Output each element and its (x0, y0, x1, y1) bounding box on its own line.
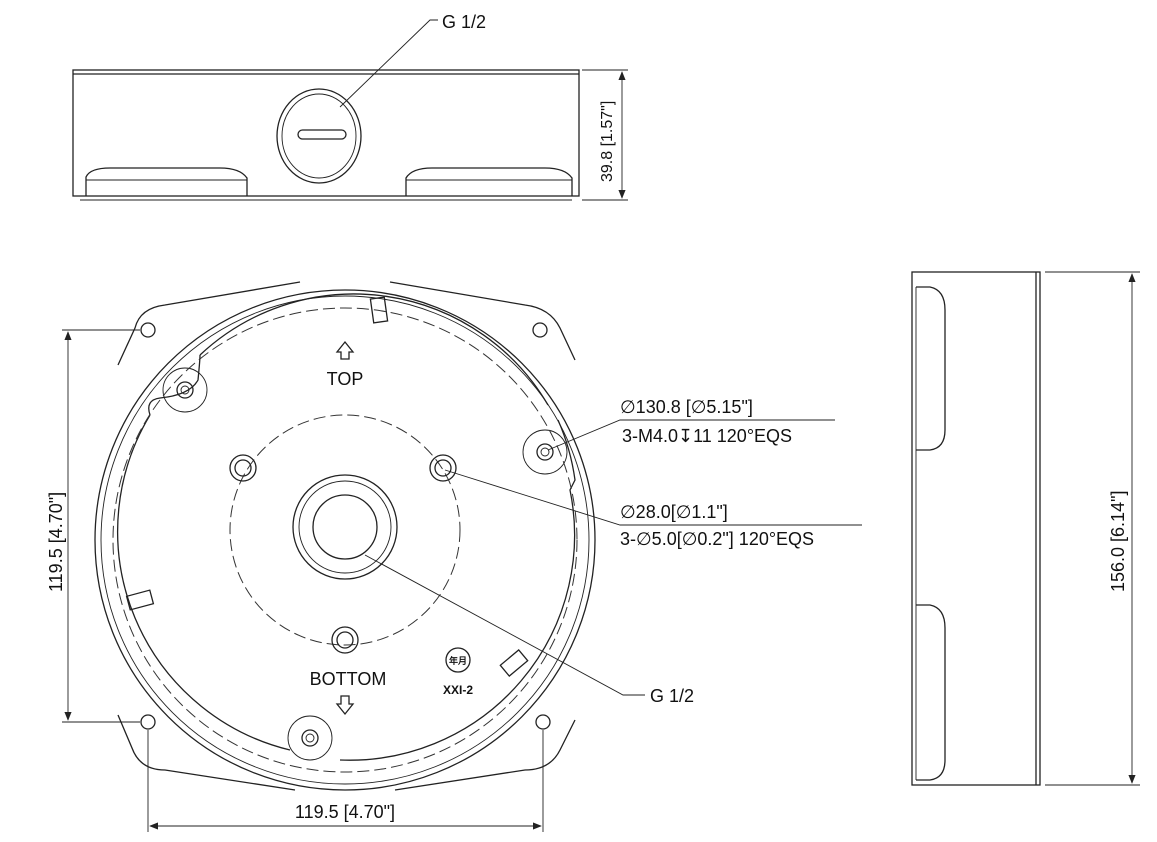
height-dim-main: 119.5 [4.70"] (46, 492, 66, 592)
side-view-right: 156.0 [6.14"] (911, 271, 1140, 786)
callout-holes-1: ∅28.0[∅1.1"] (620, 502, 728, 522)
callout-g12-main: G 1/2 (650, 686, 694, 706)
top-label: TOP (327, 369, 364, 389)
arrow-down-icon (335, 695, 355, 716)
height-dim-top: 39.8 [1.57"] (599, 101, 616, 182)
width-dim-main: 119.5 [4.70"] (295, 802, 395, 822)
arrow-up-icon (335, 340, 355, 360)
mount-holes (140, 322, 554, 747)
date-stamp: 年月 (449, 655, 467, 666)
part-code: XXI-2 (443, 683, 473, 697)
callout-thread-holes-2: 3-M4.0↧11 120°EQS (622, 426, 792, 446)
callout-thread-holes-1: ∅130.8 [∅5.15"] (620, 397, 753, 417)
center-port (292, 474, 398, 580)
height-dim-right: 156.0 [6.14"] (1108, 491, 1128, 592)
callout-holes-2: 3-∅5.0[∅0.2"] 120°EQS (620, 529, 814, 549)
top-view: TOP BOTTOM 年月 XXI-2 ∅130.8 [∅5.15"] 3-M4… (46, 281, 862, 832)
g12-port-side (276, 88, 362, 184)
side-view-front: G 1/2 39.8 [1.57"] (72, 12, 628, 201)
bottom-label: BOTTOM (310, 669, 387, 689)
callout-g12-top: G 1/2 (442, 12, 486, 32)
